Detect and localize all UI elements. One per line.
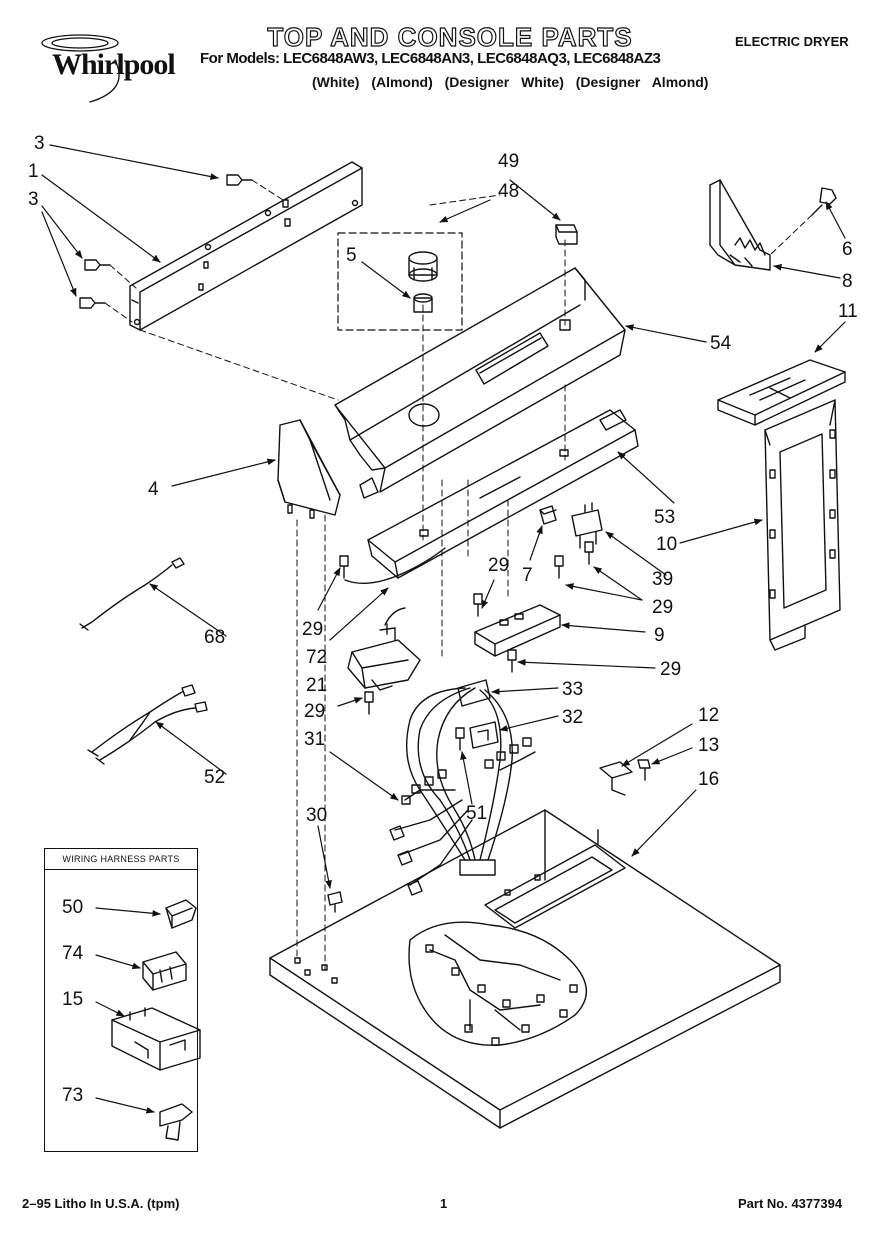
callout-3: 3 — [34, 133, 45, 154]
legend-title: WIRING HARNESS PARTS — [45, 849, 197, 870]
callout-29: 29 — [652, 597, 674, 618]
callout-12: 12 — [698, 705, 720, 726]
leader-lines — [41, 144, 846, 1114]
part-4-end-cap — [277, 419, 341, 519]
callout-31: 31 — [304, 729, 326, 750]
callout-29: 29 — [660, 659, 682, 680]
callout-10: 10 — [656, 534, 678, 555]
page-title: TOP AND CONSOLE PARTS — [267, 21, 633, 52]
assembly-dash-lines — [104, 179, 566, 971]
part-50-connector — [165, 899, 197, 929]
part-12-clip — [599, 761, 633, 796]
callout-39: 39 — [652, 569, 674, 590]
part-21-timer — [347, 623, 421, 691]
part-1-rear-bracket — [129, 161, 363, 331]
callout-9: 9 — [654, 625, 665, 646]
model-list: For Models: LEC6848AW3, LEC6848AN3, LEC6… — [200, 50, 661, 67]
brand-logo: Whirlpool — [40, 30, 190, 90]
wire-72 — [344, 547, 446, 585]
callout-29: 29 — [488, 555, 510, 576]
part-74-connector — [142, 951, 187, 991]
part-29-screws — [339, 541, 594, 751]
callout-16: 16 — [698, 769, 720, 790]
callout-51: 51 — [466, 803, 488, 824]
part-7-relay — [539, 505, 557, 525]
part-68-wire — [79, 557, 185, 631]
part-53-console-rail — [367, 409, 639, 579]
callout-50: 50 — [62, 897, 84, 918]
callout-52: 52 — [204, 767, 226, 788]
part-30-clip — [327, 891, 343, 913]
part-16-top — [269, 809, 781, 1129]
part-31-harness — [389, 679, 536, 896]
callout-68: 68 — [204, 627, 226, 648]
callout-1: 1 — [28, 161, 39, 182]
brand-name: Whirlpool — [52, 48, 176, 81]
callout-53: 53 — [654, 507, 676, 528]
callout-21: 21 — [306, 675, 328, 696]
callout-74: 74 — [62, 943, 84, 964]
appliance-type: ELECTRIC DRYER — [735, 34, 849, 49]
part-52-wire — [87, 684, 208, 765]
callout-4: 4 — [148, 479, 159, 500]
callout-6: 6 — [842, 239, 853, 260]
part-6-screw — [811, 187, 837, 216]
part-54-console-panel — [334, 267, 626, 499]
color-list: (White) (Almond) (Designer White) (Desig… — [312, 74, 709, 90]
page-number: 1 — [440, 1196, 448, 1211]
callout-7: 7 — [522, 565, 533, 586]
part-number: Part No. 4377394 — [738, 1196, 843, 1211]
part-15-terminal-block — [111, 1007, 201, 1071]
wire-lead — [384, 607, 406, 626]
part-9-board — [474, 604, 561, 657]
callout-49: 49 — [498, 151, 520, 172]
callout-29: 29 — [304, 701, 326, 722]
wiring-harness-legend: WIRING HARNESS PARTS — [44, 848, 198, 1152]
callout-3: 3 — [28, 189, 39, 210]
callout-32: 32 — [562, 707, 584, 728]
part-8-bracket — [709, 179, 771, 271]
callout-33: 33 — [562, 679, 584, 700]
callout-48: 48 — [498, 181, 520, 202]
callout-5: 5 — [346, 245, 357, 266]
callout-29: 29 — [302, 619, 324, 640]
part-13-screw — [637, 759, 651, 781]
callout-11: 11 — [838, 301, 858, 322]
callout-73: 73 — [62, 1085, 84, 1106]
callout-8: 8 — [842, 271, 853, 292]
print-info: 2–95 Litho In U.S.A. (tpm) — [22, 1196, 180, 1211]
callout-15: 15 — [62, 989, 84, 1010]
callout-72: 72 — [306, 647, 328, 668]
part-11-lint-cover — [717, 359, 846, 426]
part-39-switch — [571, 502, 603, 549]
part-48-knob-group — [337, 232, 463, 331]
whirlpool-swoosh-icon — [41, 34, 120, 103]
callout-13: 13 — [698, 735, 720, 756]
part-3-screws — [79, 174, 253, 309]
part-73-clip — [159, 1103, 193, 1141]
part-32-bracket — [469, 721, 499, 749]
part-49-button — [555, 224, 578, 245]
callout-54: 54 — [710, 333, 732, 354]
callout-30: 30 — [306, 805, 328, 826]
part-10-lint-duct — [764, 399, 841, 651]
